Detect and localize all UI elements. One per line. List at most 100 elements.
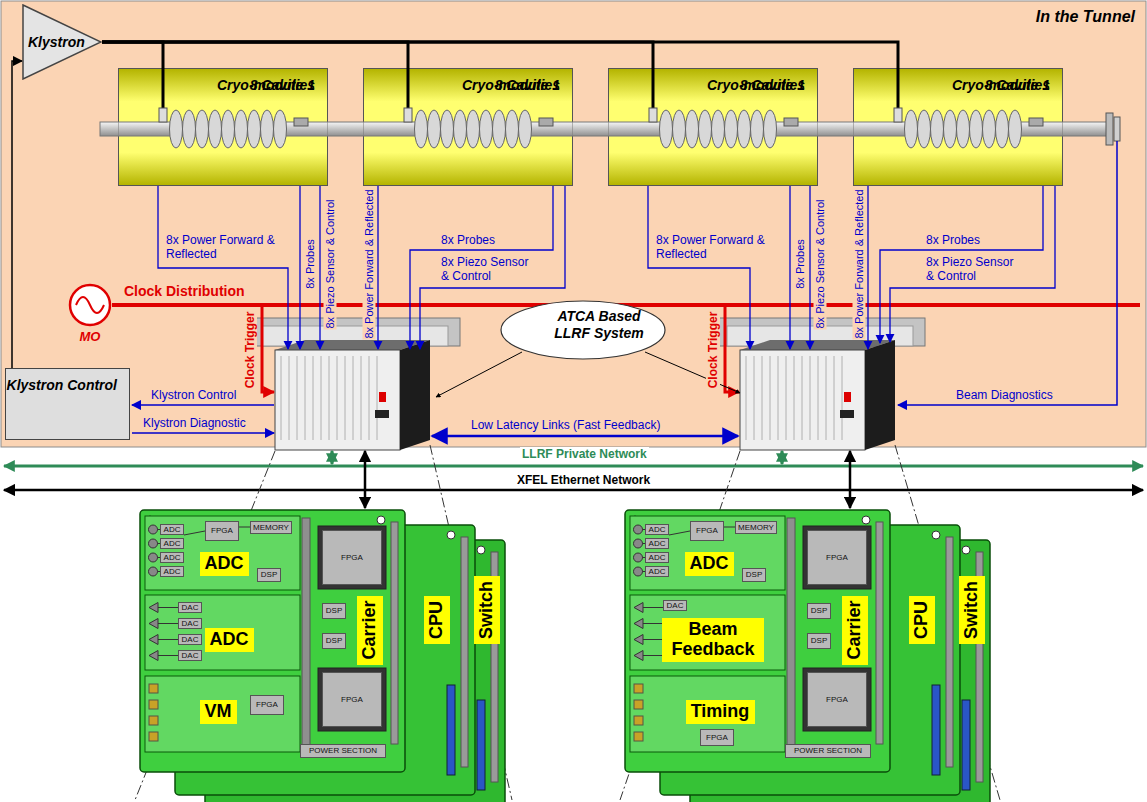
callout-ellipse: ATCA Based LLRF System bbox=[500, 300, 666, 360]
crate-slot bbox=[818, 356, 819, 440]
chip-label: FPGA bbox=[250, 695, 284, 715]
chip-label: DSP bbox=[807, 603, 831, 619]
control-box: Klystron Control bbox=[5, 368, 130, 440]
coax-connector bbox=[634, 716, 643, 725]
crate-indicator bbox=[844, 392, 851, 402]
signal-line bbox=[809, 186, 810, 349]
tunnel-region: In the TunnelKlystronCryo-module 18 Cavi… bbox=[0, 0, 1147, 447]
node-text: ATCA Based LLRF System bbox=[544, 308, 654, 342]
cryo-module: Cryo-module 18 Cavities bbox=[853, 68, 1063, 186]
cavity-cell bbox=[764, 110, 777, 148]
cavity-cell bbox=[970, 110, 983, 148]
probe-pickup bbox=[539, 118, 553, 126]
crate-indicator bbox=[379, 392, 386, 402]
node-text: ADC bbox=[690, 554, 729, 574]
chip-label: DSP bbox=[257, 568, 281, 582]
signal-line bbox=[158, 186, 288, 349]
cavity-cell bbox=[660, 110, 673, 148]
trace bbox=[643, 655, 663, 656]
board-label: VM bbox=[200, 700, 237, 724]
pipe-flange bbox=[1114, 117, 1120, 141]
board-label: Carrier bbox=[357, 596, 383, 665]
mount-hole bbox=[862, 516, 870, 524]
master-oscillator: MO bbox=[68, 283, 112, 345]
crate-slot bbox=[746, 356, 747, 440]
crate-slot bbox=[842, 356, 843, 440]
callout-ellipse-shape bbox=[501, 301, 665, 359]
crate-slot bbox=[810, 356, 811, 440]
board-label: CPU bbox=[909, 596, 935, 644]
cavity-cell bbox=[751, 110, 764, 148]
node-text: MO bbox=[68, 329, 112, 344]
coax-connector bbox=[634, 732, 643, 741]
rf-connector bbox=[634, 525, 643, 534]
chip-label: FPGA bbox=[690, 521, 724, 541]
cryo-module: Cryo-module 18 Cavities bbox=[363, 68, 573, 186]
signal-line bbox=[319, 186, 320, 349]
crate-slot bbox=[794, 356, 795, 440]
node-text: 8 Cavities bbox=[985, 77, 1050, 93]
circuit-board bbox=[625, 510, 890, 772]
node-text: Timing bbox=[691, 702, 750, 722]
crate-slot bbox=[377, 356, 378, 440]
cavity-cell bbox=[170, 110, 183, 148]
node-text: CPU bbox=[427, 601, 447, 639]
mezzanine-board bbox=[630, 676, 785, 752]
crate-slot bbox=[305, 356, 306, 440]
rf-connector bbox=[149, 553, 158, 562]
rf-connector bbox=[149, 525, 158, 534]
rf-connector bbox=[634, 567, 643, 576]
signal-label: 8x Probes bbox=[440, 233, 496, 247]
coax-connector bbox=[149, 716, 158, 725]
chip-label: DSP bbox=[807, 633, 831, 649]
mezzanine-socket bbox=[787, 518, 795, 748]
power-coupler bbox=[159, 108, 167, 122]
chip-label: FPGA bbox=[807, 672, 867, 727]
cavity-cell bbox=[918, 110, 931, 148]
board-label: CPU bbox=[424, 596, 450, 644]
mount-hole bbox=[447, 531, 455, 539]
signal-line bbox=[890, 186, 1055, 342]
chip-label: DAC bbox=[178, 602, 202, 613]
crate-indicator bbox=[375, 410, 389, 418]
connector bbox=[12, 61, 22, 368]
signal-label: 8x Probes bbox=[304, 238, 317, 290]
board-led-strip bbox=[932, 685, 940, 775]
signal-label: Beam Diagnostics bbox=[955, 388, 1054, 402]
chip-label: ADC bbox=[645, 552, 669, 563]
chip-label: MEMORY bbox=[250, 521, 292, 534]
connector bbox=[102, 42, 653, 68]
cavity-cell bbox=[183, 110, 196, 148]
leader-line bbox=[436, 352, 522, 397]
crate-slot bbox=[369, 356, 370, 440]
chip-label: MEMORY bbox=[735, 521, 777, 534]
trace bbox=[724, 527, 735, 528]
chip-label: DSP bbox=[322, 633, 346, 649]
chip-label: ADC bbox=[160, 566, 184, 577]
rf-connector bbox=[149, 567, 158, 576]
crate-slot bbox=[361, 356, 362, 440]
cavity-cell bbox=[274, 110, 287, 148]
node-text: 8 Cavities bbox=[250, 77, 315, 93]
mount-hole bbox=[377, 516, 385, 524]
atca-crate bbox=[275, 350, 400, 450]
trace bbox=[158, 639, 178, 640]
network-link bbox=[849, 451, 852, 508]
trace bbox=[643, 639, 663, 640]
signal-label: 8x Piezo Sensor & Control bbox=[814, 198, 827, 329]
signal-line bbox=[867, 186, 868, 349]
cavity-cell bbox=[248, 110, 261, 148]
board-label: ADC bbox=[685, 552, 734, 576]
pipe-flange bbox=[1106, 113, 1113, 145]
node-text: CPU bbox=[912, 601, 932, 639]
coax-connector bbox=[149, 732, 158, 741]
node-text: Carrier bbox=[360, 600, 380, 659]
coax-connector bbox=[634, 700, 643, 709]
oscillator-symbol bbox=[68, 283, 112, 327]
crate-slot bbox=[802, 356, 803, 440]
trace bbox=[643, 607, 663, 608]
mezzanine-board bbox=[630, 595, 785, 670]
rf-connector bbox=[634, 539, 643, 548]
board-led-strip bbox=[447, 685, 455, 775]
network-link bbox=[364, 451, 367, 508]
